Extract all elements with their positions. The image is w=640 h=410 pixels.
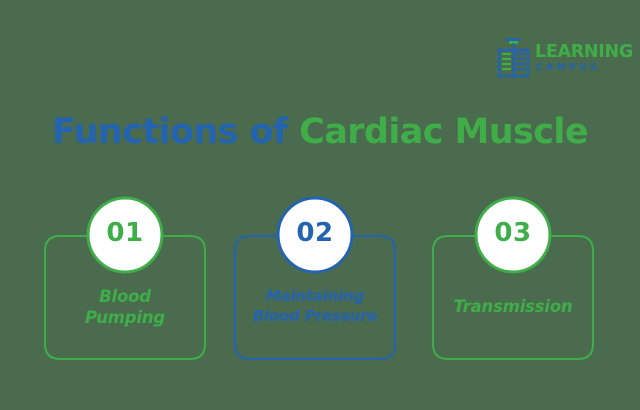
logo-line-learning: LEARNING (535, 41, 633, 62)
page-title: Functions of Cardiac Muscle (0, 112, 640, 152)
logo-wordmark: LEARNING CAMPUS (535, 41, 633, 73)
learning-campus-book-logo-icon (494, 35, 534, 79)
function-card-number-02: 02 (296, 218, 334, 248)
function-card-label-02-line2: Blood Pressure (252, 307, 378, 325)
page-title-part-blue: Functions of (52, 112, 288, 152)
function-card-label-03: Transmission (428, 296, 598, 317)
brand-logo: LEARNING CAMPUS (494, 33, 633, 83)
function-card-03[interactable]: 03 Transmission (428, 190, 598, 365)
function-card-label-01-line1: Blood (99, 287, 151, 306)
function-card-label-01-line2: Pumping (84, 308, 166, 327)
function-card-label-03-line1: Transmission (453, 297, 573, 316)
function-card-number-03: 03 (494, 218, 532, 248)
page-title-part-green: Cardiac Muscle (299, 112, 588, 152)
logo-line-campus: CAMPUS (536, 62, 600, 73)
function-card-label-02-line1: Maintaining (265, 287, 365, 305)
function-card-number-01: 01 (106, 218, 144, 248)
